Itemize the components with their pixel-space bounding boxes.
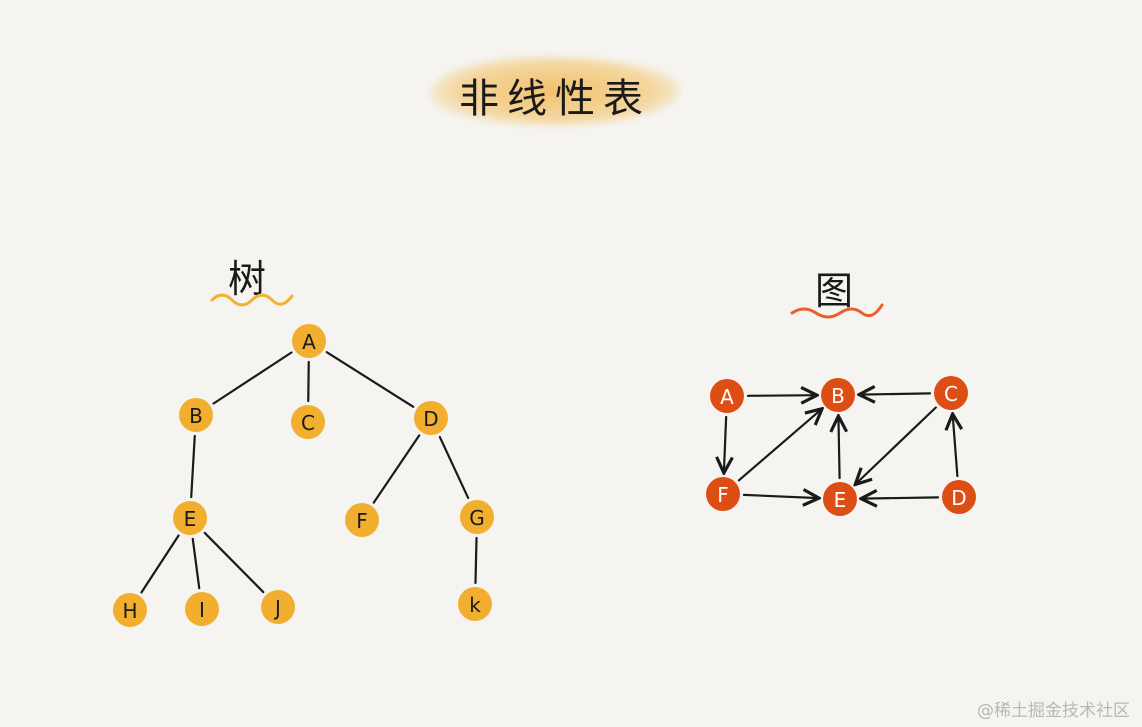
graph-edge-A-F xyxy=(724,415,726,473)
graph-edge-E-B xyxy=(838,416,839,480)
tree-edge-E-H xyxy=(140,534,180,594)
tree-edges xyxy=(140,351,478,594)
tree-node-G: G xyxy=(460,500,494,534)
tree-node-D: D xyxy=(414,401,448,435)
tree-node-E: E xyxy=(173,501,207,535)
tree-node-H: H xyxy=(113,593,147,627)
graph-edges xyxy=(724,393,958,498)
watermark: @稀土掘金技术社区 xyxy=(977,701,1130,721)
graph-node-E: E xyxy=(823,482,857,516)
svg-text:B: B xyxy=(189,404,203,428)
tree-edge-D-G xyxy=(438,435,470,500)
tree-label: 树 xyxy=(228,257,267,301)
title-brush-stroke xyxy=(430,56,680,126)
graph-edge-C-E xyxy=(855,406,937,485)
svg-text:G: G xyxy=(469,506,485,530)
tree-node-k: k xyxy=(458,587,492,621)
tree-edge-A-B xyxy=(212,351,293,405)
tree-node-F: F xyxy=(345,503,379,537)
graph-node-F: F xyxy=(706,477,740,511)
graph-wavy-underline xyxy=(790,303,884,319)
tree-edge-G-k xyxy=(474,536,478,585)
svg-text:D: D xyxy=(951,486,966,510)
svg-text:C: C xyxy=(301,411,315,435)
graph-node-A: A xyxy=(710,379,744,413)
svg-text:E: E xyxy=(184,507,197,531)
title-highlight: 非线性表 xyxy=(430,48,680,133)
svg-text:B: B xyxy=(831,384,845,408)
graph-edge-D-E xyxy=(861,497,940,498)
svg-text:A: A xyxy=(302,330,316,354)
tree-edge-E-J xyxy=(203,531,265,594)
tree-edge-B-E xyxy=(190,434,196,499)
tree-edge-E-I xyxy=(191,537,201,590)
graph-edge-F-B xyxy=(737,409,822,482)
graph-edge-F-E xyxy=(742,495,819,498)
tree-node-J: J xyxy=(261,590,295,624)
graph-label: 图 xyxy=(815,269,854,313)
svg-text:H: H xyxy=(122,599,137,623)
graph-edge-D-C xyxy=(953,414,958,478)
tree-node-I: I xyxy=(185,592,219,626)
svg-text:E: E xyxy=(834,488,847,512)
svg-text:I: I xyxy=(199,598,205,622)
tree-node-A: A xyxy=(292,324,326,358)
svg-text:J: J xyxy=(273,596,281,620)
graph-edge-A-B xyxy=(746,395,817,396)
tree-edge-D-F xyxy=(372,434,421,504)
tree-edge-A-D xyxy=(325,351,415,408)
svg-text:D: D xyxy=(423,407,438,431)
svg-text:F: F xyxy=(717,483,729,507)
svg-text:F: F xyxy=(356,509,368,533)
graph-node-C: C xyxy=(934,376,968,410)
svg-text:A: A xyxy=(720,385,734,409)
tree-node-C: C xyxy=(291,405,325,439)
graph-nodes: A B C F E D xyxy=(706,376,976,516)
graph-node-B: B xyxy=(821,378,855,412)
graph-node-D: D xyxy=(942,480,976,514)
tree-node-B: B xyxy=(179,398,213,432)
svg-text:C: C xyxy=(944,382,958,406)
graph-edge-C-B xyxy=(859,393,932,394)
tree-wavy-underline xyxy=(210,293,294,307)
svg-text:k: k xyxy=(469,593,481,617)
page-title: 非线性表 xyxy=(459,76,651,122)
